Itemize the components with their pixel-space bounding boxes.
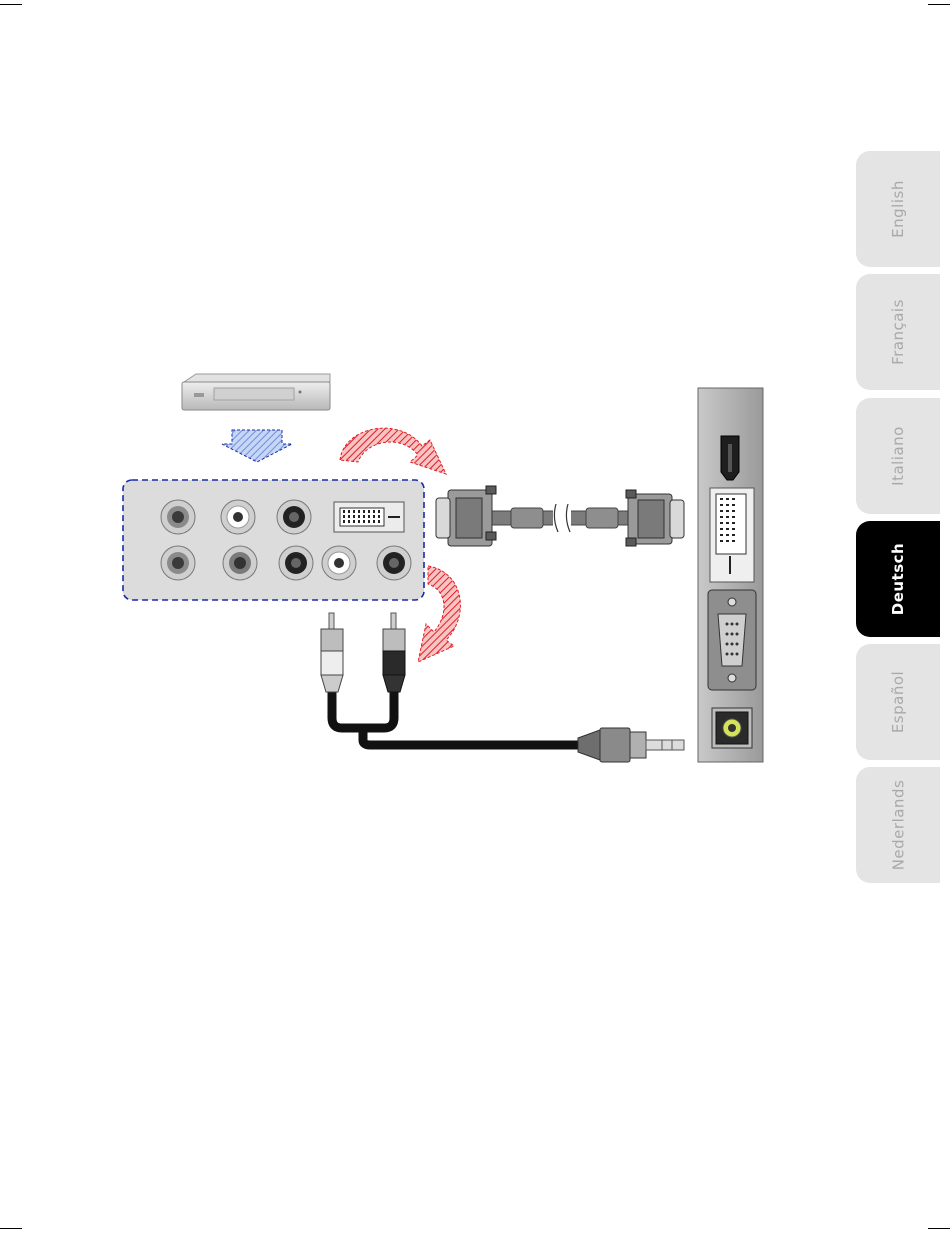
dvd-player-icon — [182, 374, 330, 410]
rca-jack-icon — [221, 500, 255, 534]
rca-jack-icon — [322, 546, 356, 580]
dvi-cable-icon — [436, 486, 684, 546]
monitor-side-panel — [698, 388, 763, 762]
rca-jack-icon — [377, 546, 411, 580]
dvi-port-icon — [334, 502, 404, 532]
audio-jack-port-icon — [712, 708, 752, 748]
source-device-panel — [123, 480, 424, 600]
dvi-port-icon — [710, 488, 754, 582]
down-arrow-icon — [222, 430, 292, 462]
rca-jack-icon — [161, 546, 195, 580]
rca-jack-icon — [279, 546, 313, 580]
rca-jack-icon — [161, 500, 195, 534]
rca-jack-icon — [223, 546, 257, 580]
curved-arrow-icon — [340, 428, 446, 474]
rca-jack-icon — [277, 500, 311, 534]
hdmi-port-icon — [721, 436, 739, 480]
rca-to-jack-cable-icon — [321, 613, 684, 762]
vga-port-icon — [708, 590, 756, 690]
curved-arrow-icon — [418, 566, 460, 662]
